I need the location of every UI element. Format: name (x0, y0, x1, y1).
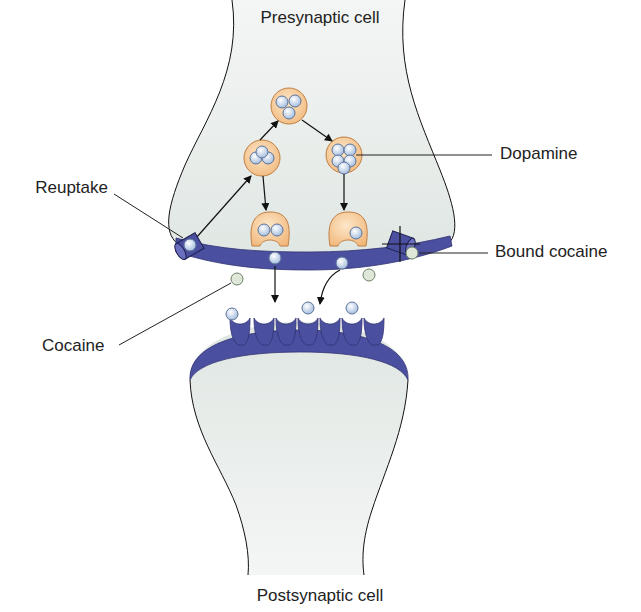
part-name: Bound cocaine (495, 242, 607, 262)
cell-name: Presynaptic cell (260, 8, 379, 28)
part-name: Dopamine (500, 144, 578, 164)
part-name: Reuptake (35, 178, 108, 198)
part-name: Cocaine (42, 336, 104, 356)
cell-name: Postsynaptic cell (257, 586, 384, 606)
